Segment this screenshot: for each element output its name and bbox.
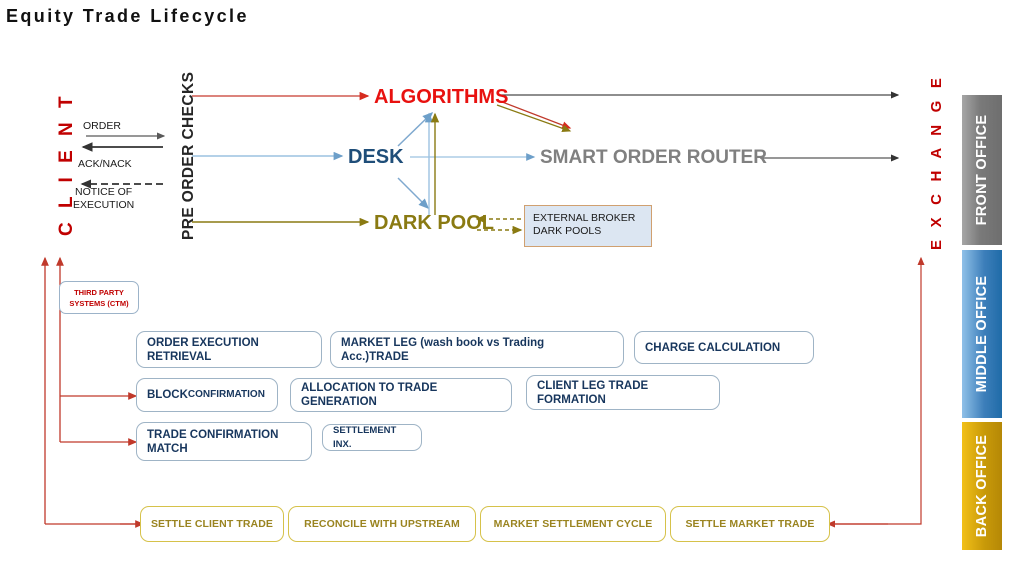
- box-trade-confirmation-match[interactable]: TRADE CONFIRMATION MATCH: [136, 422, 312, 461]
- node-smart-order-router[interactable]: SMART ORDER ROUTER: [540, 147, 767, 168]
- box-block-confirmation[interactable]: BLOCK CONFIRMATION: [136, 378, 278, 412]
- arrow-desk-to-algorithms: [397, 111, 434, 147]
- office-bar-front-office: FRONT OFFICE: [962, 95, 1002, 245]
- lane-label-pre-order-checks: PRE ORDER CHECKS: [180, 71, 197, 240]
- box-settlement-inx[interactable]: SETTLEMENT INX.: [322, 424, 422, 451]
- box-label-light: CONFIRMATION: [187, 389, 265, 400]
- box-charge-calculation[interactable]: CHARGE CALCULATION: [634, 331, 814, 364]
- office-bar-middle-office: MIDDLE OFFICE: [962, 250, 1002, 418]
- office-bar-label: MIDDLE OFFICE: [974, 275, 990, 393]
- box-label: ORDER EXECUTION RETRIEVAL: [147, 336, 259, 363]
- box-label-multiline: TRADE CONFIRMATION MATCH: [147, 428, 278, 456]
- lane-label-client: C L I E N T: [56, 91, 77, 236]
- arrow-desk-to-darkpool: [397, 177, 430, 210]
- box-allocation-to-trade-generation[interactable]: ALLOCATION TO TRADE GENERATION: [290, 378, 512, 412]
- box-label: RECONCILE WITH UPSTREAM: [304, 518, 460, 530]
- annotation-ack-nack: ACK/NACK: [78, 158, 132, 170]
- annotation-order: ORDER: [83, 120, 121, 132]
- node-dark-pool[interactable]: DARK POOL: [374, 212, 494, 234]
- box-market-leg-trade[interactable]: MARKET LEG (wash book vs Trading Acc.)TR…: [330, 331, 624, 368]
- external-broker-line2: DARK POOLS: [533, 225, 602, 237]
- node-desk[interactable]: DESK: [348, 146, 404, 168]
- box-settle-market-trade[interactable]: SETTLE MARKET TRADE: [670, 506, 830, 542]
- box-label: MARKET LEG (wash book vs Trading Acc.)TR…: [341, 336, 545, 363]
- third-party-systems-box[interactable]: THIRD PARTY SYSTEMS (CTM): [59, 281, 139, 314]
- box-market-settlement-cycle[interactable]: MARKET SETTLEMENT CYCLE: [480, 506, 666, 542]
- box-label: MARKET SETTLEMENT CYCLE: [493, 518, 653, 530]
- box-label-line2: MATCH: [147, 442, 188, 455]
- box-settle-client-trade[interactable]: SETTLE CLIENT TRADE: [140, 506, 284, 542]
- third-party-line1: THIRD PARTY: [74, 288, 124, 297]
- annotation-notice-line2: EXECUTION: [73, 199, 135, 211]
- box-reconcile-with-upstream[interactable]: RECONCILE WITH UPSTREAM: [288, 506, 476, 542]
- line-backoffice-to-exchange: [830, 256, 925, 525]
- office-bar-label: BACK OFFICE: [974, 434, 990, 538]
- annotation-notice-line1: NOTICE OF: [75, 186, 133, 198]
- office-bar-label: FRONT OFFICE: [974, 114, 990, 226]
- lane-label-exchange: E X C H A N G E: [928, 73, 945, 250]
- annotation-notice-of-execution: NOTICE OF EXECUTION: [73, 186, 134, 212]
- box-label-line1: TRADE CONFIRMATION: [147, 428, 279, 441]
- box-label-strong: BLOCK: [147, 389, 188, 401]
- box-label: CHARGE CALCULATION: [645, 341, 781, 354]
- third-party-line2: SYSTEMS (CTM): [69, 299, 129, 308]
- office-bar-back-office: BACK OFFICE: [962, 422, 1002, 550]
- box-label: ALLOCATION TO TRADE GENERATION: [301, 382, 438, 408]
- node-algorithms[interactable]: ALGORITHMS: [374, 86, 509, 108]
- external-broker-dark-pools-box[interactable]: EXTERNAL BROKER DARK POOLS: [524, 205, 652, 247]
- box-order-execution-retrieval[interactable]: ORDER EXECUTION RETRIEVAL: [136, 331, 322, 368]
- box-label: SETTLE CLIENT TRADE: [150, 518, 274, 530]
- box-label: SETTLEMENT INX.: [333, 424, 397, 450]
- box-client-leg-trade-formation[interactable]: CLIENT LEG TRADE FORMATION: [526, 375, 720, 410]
- page-title: Equity Trade Lifecycle: [6, 6, 249, 26]
- box-label: CLIENT LEG TRADE FORMATION: [537, 379, 649, 406]
- external-broker-line1: EXTERNAL BROKER: [533, 212, 636, 224]
- box-label: SETTLE MARKET TRADE: [685, 518, 815, 530]
